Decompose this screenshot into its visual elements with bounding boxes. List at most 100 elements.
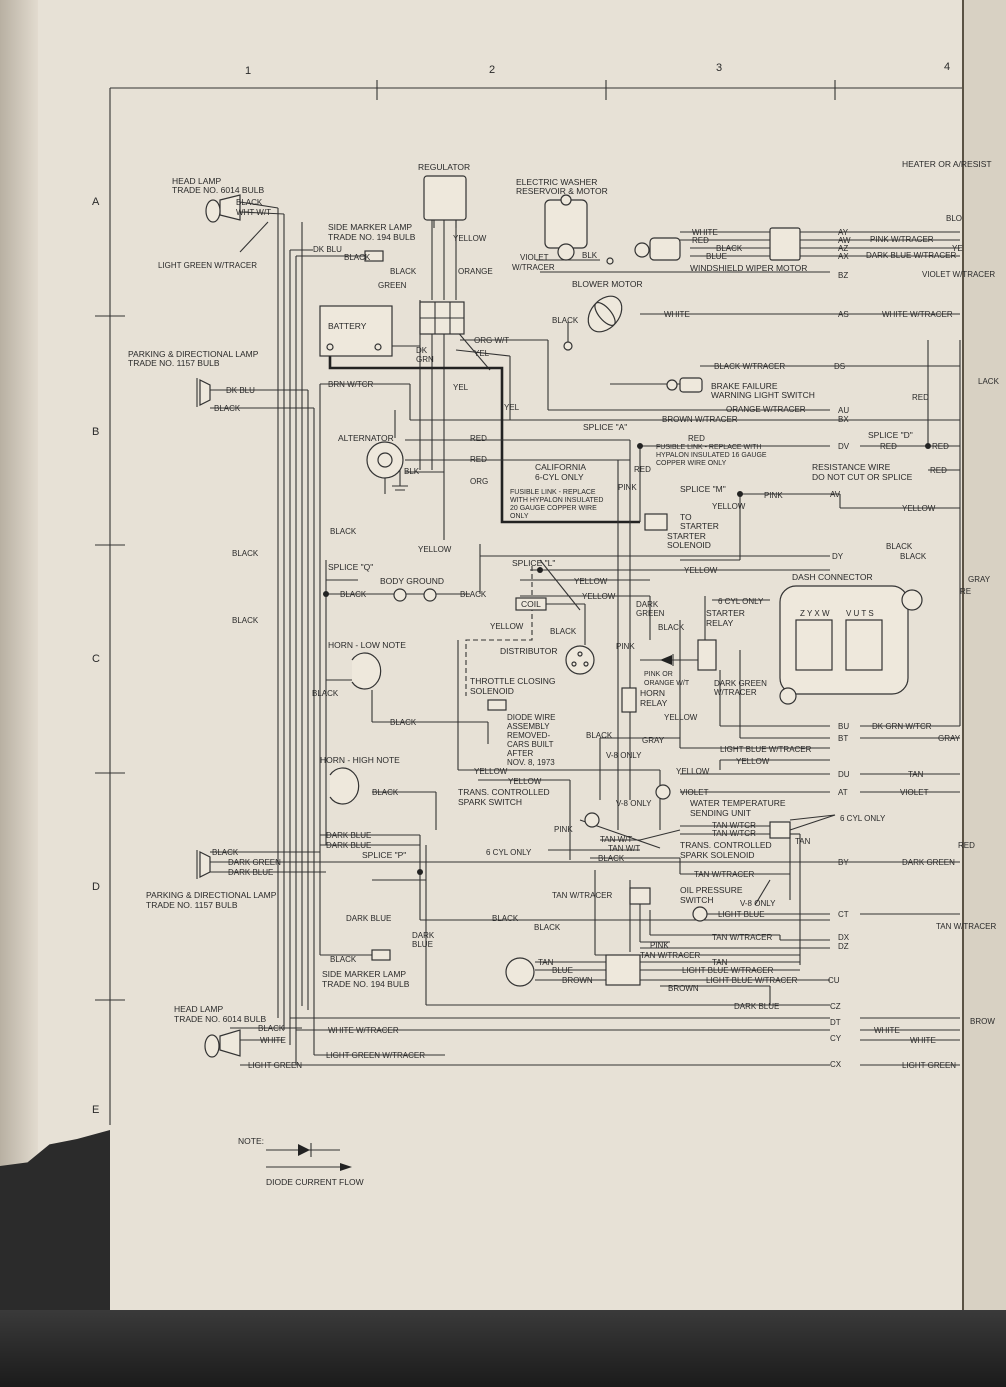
terminal-ct: CT (838, 910, 849, 919)
wire-dark-green-1: DARK (636, 600, 659, 609)
horn-high-label: HORN - HIGH NOTE (320, 755, 400, 765)
grid-row-d: D (92, 881, 100, 893)
wire-white-2: WHITE (664, 310, 690, 319)
california-label-2: 6-CYL ONLY (535, 472, 584, 482)
wire-black-3: BLACK (390, 267, 417, 276)
wire-ye: YE (952, 244, 963, 253)
head-lamp-bottom-label-1: HEAD LAMP (174, 1004, 223, 1014)
terminal-cy: CY (830, 1034, 842, 1043)
diode-note-1: DIODE WIRE (507, 713, 555, 722)
terminal-cz: CZ (830, 1002, 841, 1011)
wire-yellow-6: YELLOW (574, 577, 608, 586)
wire-light-blue-wt-3: LIGHT BLUE W/TRACER (706, 976, 798, 985)
splice-m-label: SPLICE "M" (680, 484, 726, 494)
wire-6cyl-2: 6 CYL ONLY (840, 814, 886, 823)
solenoid-symbol (487, 513, 717, 713)
wire-v8-1: V-8 ONLY (606, 751, 642, 760)
diode-note-2: ASSEMBLY (507, 722, 550, 731)
wire-v8-3: V-8 ONLY (740, 899, 776, 908)
wire-gray-r: GRAY (968, 575, 991, 584)
regulator-label: REGULATOR (418, 162, 470, 172)
wire-white-wt-1: WHITE W/TRACER (882, 310, 953, 319)
terminal-az: AZ (838, 244, 848, 253)
wire-dk-blu-2: DK BLU (226, 386, 255, 395)
fusible-1-line-1: FUSIBLE LINK - REPLACE (510, 489, 596, 496)
heater-label: HEATER OR A/RESIST (902, 159, 992, 169)
wire-red-4: RED (880, 442, 897, 451)
parking-bottom-label-2: TRADE NO. 1157 BULB (146, 900, 238, 910)
horn-symbols (329, 652, 382, 805)
wire-black-18: BLACK (586, 731, 613, 740)
wire-yellow-10: YELLOW (736, 757, 770, 766)
head-lamp-top-label-2: TRADE NO. 6014 BULB (172, 185, 264, 195)
throttle-label-2: SOLENOID (470, 686, 514, 696)
blower-motor-symbol (563, 295, 623, 351)
wiper-motor-label: WINDSHIELD WIPER MOTOR (690, 263, 807, 273)
wire-red-10: RED (958, 841, 975, 850)
wire-black-1: BLACK (236, 198, 263, 207)
wire-yellow-11: YELLOW (676, 767, 710, 776)
terminal-dt: DT (830, 1018, 841, 1027)
oil-switch-label-1: OIL PRESSURE (680, 885, 743, 895)
wire-dark-green-wt-1: DARK GREEN (714, 679, 767, 688)
fusible-1-line-2: WITH HYPALON INSULATED (510, 497, 603, 504)
wire-tan-wtracer-5: TAN W/TRACER (640, 951, 701, 960)
wire-blue-1: BLUE (706, 252, 727, 261)
wire-pink-1: PINK (618, 483, 637, 492)
head-lamp-top-label-1: HEAD LAMP (172, 176, 221, 186)
splice-a-label: SPLICE "A" (583, 422, 627, 432)
wire-tan-wtracer-1: TAN W/TRACER (694, 870, 755, 879)
starter-relay-label-1: STARTER (706, 608, 745, 618)
tcs-switch-label-2: SPARK SWITCH (458, 797, 522, 807)
brake-switch-label-1: BRAKE FAILURE (711, 381, 778, 391)
wire-black-11: BLACK (340, 590, 367, 599)
grid-row-c: C (92, 653, 100, 665)
wire-blk-2: BLK (404, 467, 420, 476)
side-marker-bottom-label-1: SIDE MARKER LAMP (322, 969, 406, 979)
wire-black-19: BLACK (372, 788, 399, 797)
wire-white-5: WHITE (910, 1036, 936, 1045)
grid-row-b: B (92, 426, 99, 438)
side-marker-top-label-1: SIDE MARKER LAMP (328, 222, 412, 232)
wire-tan-wtracer-2: TAN W/TRACER (552, 891, 613, 900)
wire-black-7: BLACK (330, 527, 357, 536)
oil-switch-label-2: SWITCH (680, 895, 714, 905)
wire-dark-green-3: DARK GREEN (228, 858, 281, 867)
wire-v8-2: V-8 ONLY (616, 799, 652, 808)
diagram-frame (95, 80, 962, 1125)
wire-light-blue-wt-1: LIGHT BLUE W/TRACER (720, 745, 812, 754)
wire-red-8: RED (470, 455, 487, 464)
starter-relay-label-2: RELAY (706, 618, 734, 628)
washer-label-1: ELECTRIC WASHER (516, 177, 597, 187)
wire-black-13: BLACK (232, 616, 259, 625)
alternator-symbol (366, 441, 404, 494)
terminal-as: AS (838, 310, 849, 319)
grid-col-1: 1 (245, 65, 251, 77)
wire-pink-or-orange-2: ORANGE W/T (644, 680, 690, 687)
wire-pink-5: PINK (650, 941, 669, 950)
diode-note-5: AFTER (507, 749, 533, 758)
terminal-aw: AW (838, 236, 851, 245)
terminal-au: AU (838, 406, 849, 415)
terminal-cu: CU (828, 976, 840, 985)
wire-tan-wt-2: TAN W/T (608, 844, 640, 853)
adjacent-page-edge (962, 0, 1006, 1310)
terminal-dv: DV (838, 442, 850, 451)
wire-yellow-1: YELLOW (453, 234, 487, 243)
background-surface (0, 1310, 1006, 1387)
wire-brown-2: BROWN (668, 984, 699, 993)
wire-white-4: WHITE (874, 1026, 900, 1035)
wire-dark-blue-4: DARK BLUE (346, 914, 391, 923)
terminal-codes: AY AW AZ AX BZ AS DS AU BX DV AV DY BU B… (828, 228, 851, 1069)
wire-labels: BLACK WHT W/T LIGHT GREEN W/TRACER DK BL… (158, 198, 1000, 1070)
wire-violet-wt-1: VIOLET (520, 253, 549, 262)
splice-p-label: SPLICE "P" (362, 850, 406, 860)
wire-6cyl-3: 6 CYL ONLY (486, 848, 532, 857)
blower-motor-label: BLOWER MOTOR (572, 279, 643, 289)
wire-black-6: BLACK (214, 404, 241, 413)
starter-solenoid-label-2: STARTER (680, 521, 719, 531)
terminal-bu: BU (838, 722, 849, 731)
wire-blue-3: BLUE (552, 966, 573, 975)
wire-yel-3: YEL (504, 403, 520, 412)
wire-brown-wt: BROWN W/TRACER (662, 415, 738, 424)
